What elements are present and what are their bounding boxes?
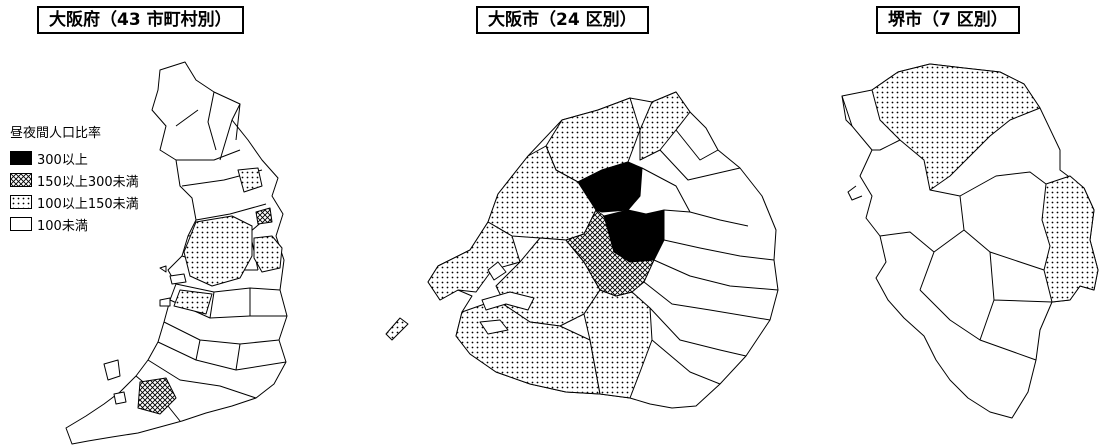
legend-label: 150以上300未満 — [37, 174, 139, 190]
osaka-ward-black-north — [577, 161, 643, 213]
title-prefecture: 大阪府（43 市町村別） — [37, 6, 244, 34]
prefecture-dotted-municipality — [237, 167, 263, 193]
prefecture-dotted-municipality — [173, 289, 213, 315]
sakai-ward-dotted-east — [1041, 175, 1099, 303]
osaka-island — [385, 317, 409, 341]
legend-item: 150以上300未満 — [10, 169, 139, 191]
legend-label: 100未満 — [37, 218, 88, 234]
legend-item: 100以上150未満 — [10, 191, 139, 213]
prefecture-osaka-city — [183, 215, 253, 287]
legend-title: 昼夜間人口比率 — [10, 126, 102, 141]
legend-label: 100以上150未満 — [37, 196, 139, 212]
osaka-city-map — [385, 91, 779, 409]
legend-label: 300以上 — [37, 152, 88, 168]
sakai-city-map — [841, 63, 1099, 419]
prefecture-crosshatch-municipality — [137, 377, 177, 415]
legend-item: 100未満 — [10, 213, 139, 235]
legend-item: 300以上 — [10, 147, 139, 169]
title-sakai-city: 堺市（7 区別） — [876, 6, 1020, 34]
osaka-harbor — [479, 261, 535, 335]
prefecture-dotted-municipality — [253, 235, 283, 273]
title-osaka-city: 大阪市（24 区別） — [476, 6, 649, 34]
osaka-ward-dotted — [639, 91, 691, 161]
legend-swatch-black — [10, 151, 32, 165]
map-legend: 昼夜間人口比率 300以上 150以上300未満 100以上150未満 100未… — [10, 122, 139, 235]
sakai-ward-dotted-north — [871, 63, 1041, 191]
prefecture-map — [65, 61, 288, 445]
legend-swatch-crosshatch — [10, 173, 32, 187]
legend-swatch-white — [10, 217, 32, 231]
legend-swatch-dots — [10, 195, 32, 209]
